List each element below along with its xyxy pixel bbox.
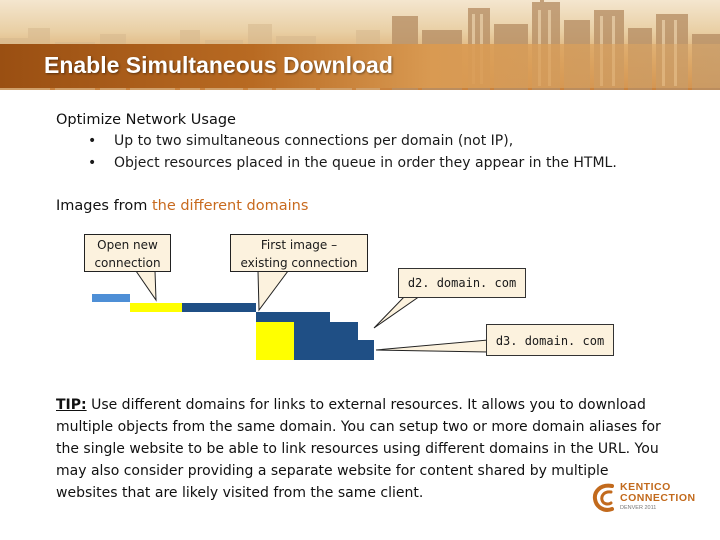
bullet-text: Up to two simultaneous connections per d… (114, 133, 514, 149)
slide-title: Enable Simultaneous Download (44, 52, 393, 78)
callout-open-new-connection: Open new connection (84, 234, 171, 272)
heading-prefix: Images from (56, 198, 152, 214)
callout-existing-connection: First image – existing connection (230, 234, 368, 272)
bullet-item: • Object resources placed in the queue i… (88, 152, 617, 174)
slide-header: Enable Simultaneous Download (0, 0, 720, 90)
callout-line: connection (94, 256, 161, 270)
callout-new-pointer (135, 270, 157, 302)
waterfall-bar (294, 322, 358, 360)
bullet-text: Object resources placed in the queue in … (114, 155, 617, 171)
section-heading-network: Optimize Network Usage (56, 112, 236, 128)
bullet-list: • Up to two simultaneous connections per… (88, 130, 617, 174)
domain-box-d3: d3. domain. com (486, 324, 614, 356)
callout-line: existing connection (240, 256, 358, 270)
tip-text: Use different domains for links to exter… (56, 397, 661, 501)
domain2-pointer (375, 339, 489, 353)
waterfall-bar (256, 312, 330, 322)
bullet-symbol: • (88, 133, 97, 149)
heading-accent: the different domains (151, 198, 309, 214)
logo-line1: KENTICO (620, 481, 671, 493)
domain1-pointer (373, 295, 422, 329)
bullet-item: • Up to two simultaneous connections per… (88, 130, 617, 152)
tip-label: TIP: (56, 397, 87, 413)
bullet-symbol: • (88, 155, 97, 171)
section-heading-domains: Images from the different domains (56, 198, 308, 214)
waterfall-bar-yellow (130, 303, 182, 312)
waterfall-bar (92, 294, 130, 302)
waterfall-bar (358, 340, 374, 360)
tip-paragraph: TIP: Use different domains for links to … (56, 394, 674, 504)
waterfall-bar (182, 303, 256, 312)
kentico-connection-logo: KENTICO CONNECTION DENVER 2011 (592, 480, 702, 520)
waterfall-bar-yellow (256, 322, 294, 360)
logo-line2: CONNECTION (620, 492, 696, 504)
logo-line3: DENVER 2011 (620, 505, 657, 511)
callout-line: First image – (260, 238, 338, 252)
kentico-swirl-icon (592, 483, 614, 512)
title-band (0, 44, 720, 88)
callout-line: Open new (97, 238, 158, 252)
callout-existing-pointer (257, 270, 289, 312)
domain-box-d2: d2. domain. com (398, 268, 526, 298)
